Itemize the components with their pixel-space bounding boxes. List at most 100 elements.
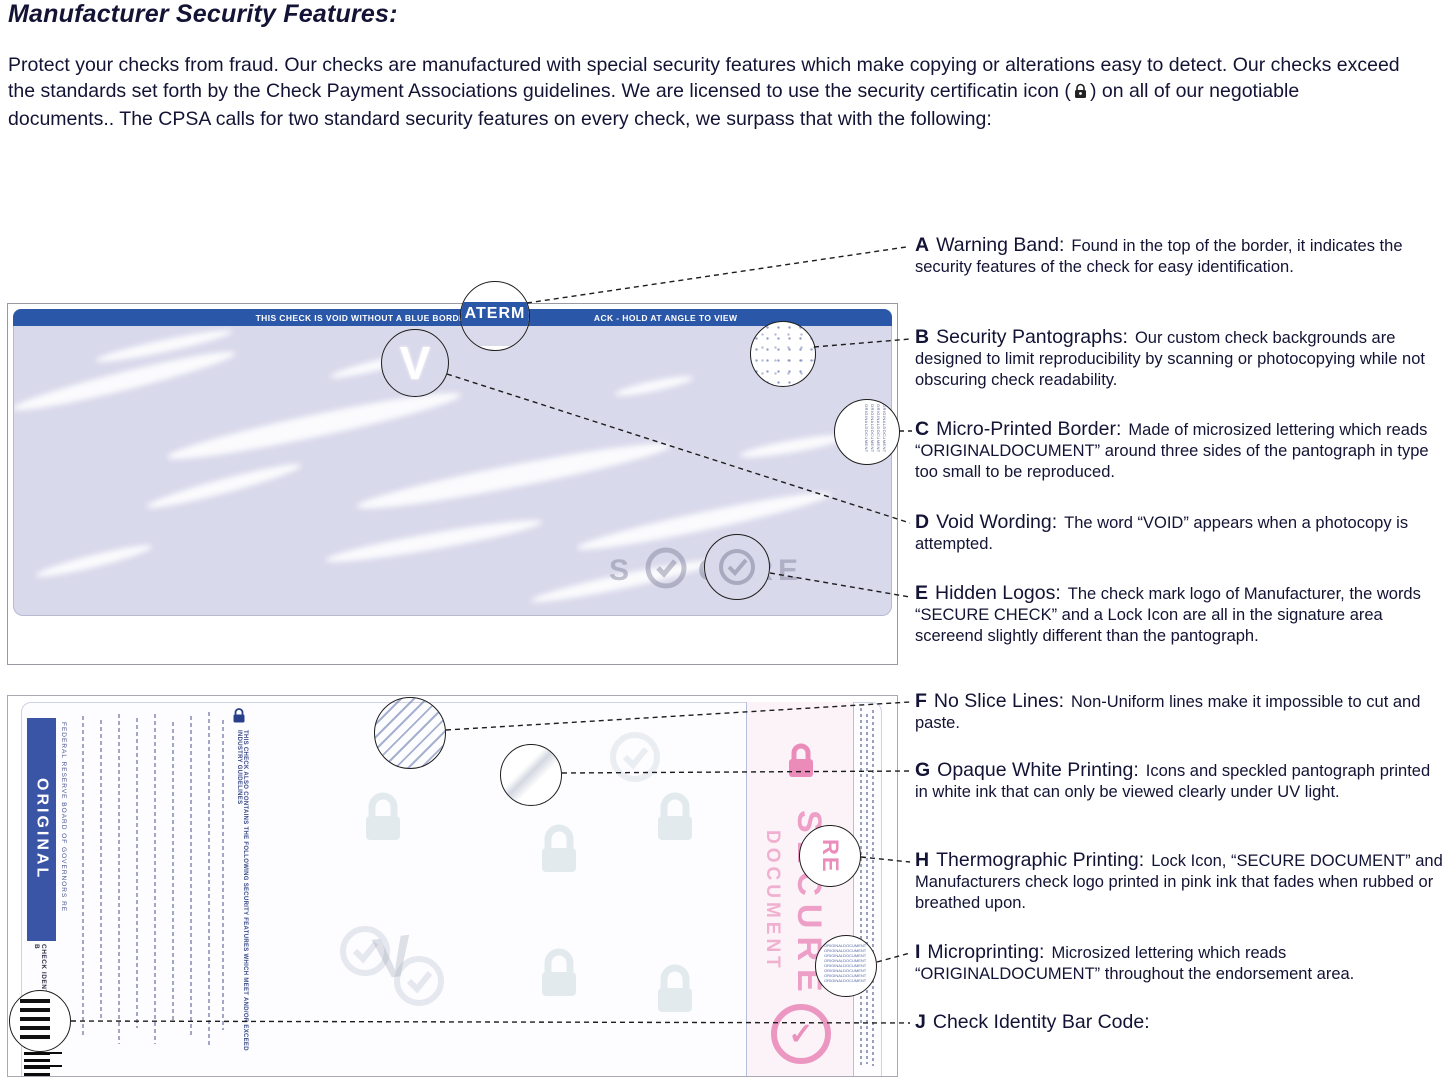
callout-letter: D [915, 511, 930, 533]
callout-body: Found in the top of the border, it indic… [915, 237, 1403, 276]
void-letter: V [399, 337, 431, 389]
security-lock-icon [232, 707, 246, 729]
pantograph-zoom-circle [750, 321, 816, 387]
faint-lock-icon [360, 792, 406, 847]
original-bar: ORIGINAL [27, 718, 56, 941]
check-back-outline [21, 702, 882, 1076]
security-features-header-text: THIS CHECK ALSO CONTAINS THE FOLLOWING S… [236, 730, 248, 1051]
callout-title: No Slice Lines: [933, 690, 1064, 712]
callout-check-identity-bar-code: J Check Identity Bar Code: [915, 1012, 1445, 1034]
faint-check-logo-icon [392, 954, 446, 1013]
thermographic-zoom-circle: RE [799, 825, 861, 887]
micro-text-column [222, 720, 224, 1030]
faint-check-logo-icon [608, 730, 662, 789]
certification-lock-icon [1074, 80, 1087, 106]
callout-title: Hidden Logos: [935, 582, 1061, 604]
check-mark-logo-icon [644, 546, 688, 595]
check-back-image: ORIGINAL FEDERAL RESERVE BOARD OF GOVERN… [7, 695, 898, 1077]
callout-void-wording: D Void Wording:The word “VOID” appears wh… [915, 512, 1445, 555]
callout-letter: B [915, 326, 930, 348]
callout-letter: J [915, 1011, 926, 1033]
micro-text-column [100, 720, 102, 1020]
callout-microprinting: I Microprinting:Microsized lettering whic… [915, 942, 1445, 985]
callout-body: Non-Uniform lines make it impossible to … [915, 693, 1421, 732]
callout-title: Security Pantographs: [936, 326, 1128, 348]
micro-text-column [172, 722, 174, 1022]
callout-title: Opaque White Printing: [937, 759, 1139, 781]
check-identity-label: CHECK IDENTITY B [33, 944, 47, 1006]
micro-text-column [154, 714, 156, 1044]
faint-lock-icon [652, 792, 698, 847]
micro-text-column [118, 714, 120, 1044]
hidden-logo-letter-s: S [609, 553, 635, 587]
callout-body: The word “VOID” appears when a photocopy… [915, 514, 1409, 553]
barcode-zoom-bars [20, 999, 50, 1043]
callout-body: Made of microsized lettering which reads… [915, 421, 1429, 481]
zoom-band-below [461, 326, 529, 346]
faint-lock-icon [536, 824, 582, 879]
callout-title: Micro-Printed Border: [936, 418, 1122, 440]
callout-body: Our custom check backgrounds are designe… [915, 329, 1425, 389]
microprinting-zoom-text: ORIGINALDOCUMENT ORIGINALDOCUMENT ORIGIN… [824, 943, 867, 983]
endorsement-micro-column [860, 708, 862, 1068]
thermographic-strip: SECURE DOCUMENT ✓ [746, 702, 854, 1076]
void-wording-zoom-circle: V [381, 329, 449, 397]
micro-border-zoom-text: ORIGINALDOCUMENT ORIGINALDOCUMENT ORIGIN… [864, 404, 887, 453]
micro-text-column [136, 718, 138, 1028]
endorsement-micro-column [872, 710, 874, 1066]
federal-reserve-text: FEDERAL RESERVE BOARD OF GOVERNORS RE [60, 722, 67, 913]
pink-lock-icon [785, 742, 817, 785]
warning-band-zoom-circle: ATERM [460, 281, 530, 351]
micro-border-zoom-circle: ORIGINALDOCUMENT ORIGINALDOCUMENT ORIGIN… [834, 399, 900, 465]
warning-band-text-left: THIS CHECK IS VOID WITHOUT A BLUE BORDER… [255, 312, 516, 323]
callout-letter: I [915, 941, 921, 963]
callout-body: Icons and speckled pantograph printed in… [915, 762, 1431, 801]
callout-letter: H [915, 849, 930, 871]
page-title: Manufacturer Security Features: [8, 0, 398, 28]
callout-no-slice-lines: F No Slice Lines:Non-Uniform lines make i… [915, 691, 1445, 734]
micro-text-column [190, 716, 192, 1036]
callout-body: Lock Icon, “SECURE DOCUMENT” and Manufac… [915, 852, 1443, 912]
intro-text-before: Protect your checks from fraud. Our chec… [8, 54, 1400, 102]
callout-letter: F [915, 690, 927, 712]
callout-opaque-white-printing: G Opaque White Printing:Icons and speckle… [915, 760, 1445, 803]
callout-security-pantographs: B Security Pantographs:Our custom check b… [915, 327, 1445, 391]
endorsement-micro-column [866, 714, 868, 1064]
faint-check-logo-icon [338, 924, 392, 983]
faint-lock-icon [536, 948, 582, 1003]
hidden-logo-zoom-circle [704, 534, 770, 600]
callout-warning-band: A Warning Band:Found in the top of the bo… [915, 235, 1445, 278]
warning-band: THIS CHECK IS VOID WITHOUT A BLUE BORDER… [13, 309, 892, 326]
micro-text-column [208, 712, 210, 1047]
callout-title: Thermographic Printing: [936, 849, 1145, 871]
callout-letter: C [915, 418, 930, 440]
callout-letter: G [915, 759, 931, 781]
original-label: ORIGINAL [33, 778, 51, 881]
barcode-zoom-circle [9, 990, 71, 1052]
callout-title: Void Wording: [936, 511, 1058, 533]
document-text: DOCUMENT [762, 830, 783, 972]
callout-micro-printed-border: C Micro-Printed Border:Made of microsized… [915, 419, 1445, 483]
callout-body: Microsized lettering which reads “ORIGIN… [915, 944, 1355, 983]
callout-thermographic-printing: H Thermographic Printing:Lock Icon, “SECU… [915, 850, 1445, 914]
callout-hidden-logos: E Hidden Logos:The check mark logo of Man… [915, 583, 1445, 647]
warning-band-zoom-text: ATERM [461, 302, 529, 326]
callout-title: Check Identity Bar Code: [932, 1011, 1150, 1033]
callout-title: Microprinting: [927, 941, 1045, 963]
warning-band-text-right: ACK - HOLD AT ANGLE TO VIEW [593, 312, 738, 323]
callout-letter: E [915, 582, 929, 604]
faint-lock-icon [652, 964, 698, 1019]
pink-check-logo-icon: ✓ [771, 1004, 831, 1064]
zoom-band-above [461, 286, 529, 302]
thermographic-zoom-text: RE [818, 838, 843, 874]
callout-title: Warning Band: [936, 234, 1065, 256]
intro-paragraph: Protect your checks from fraud. Our chec… [8, 52, 1400, 132]
callout-body: The check mark logo of Manufacturer, the… [915, 585, 1421, 645]
micro-text-column [82, 716, 84, 1036]
microprinting-zoom-circle: ORIGINALDOCUMENT ORIGINALDOCUMENT ORIGIN… [815, 935, 877, 997]
leader-line-a [526, 246, 907, 304]
opaque-white-zoom-circle [500, 744, 562, 806]
check-mark-logo-icon [719, 549, 755, 585]
callout-letter: A [915, 234, 930, 256]
intro-text-after: ) on all of our negotiable documents.. T… [8, 80, 1300, 130]
